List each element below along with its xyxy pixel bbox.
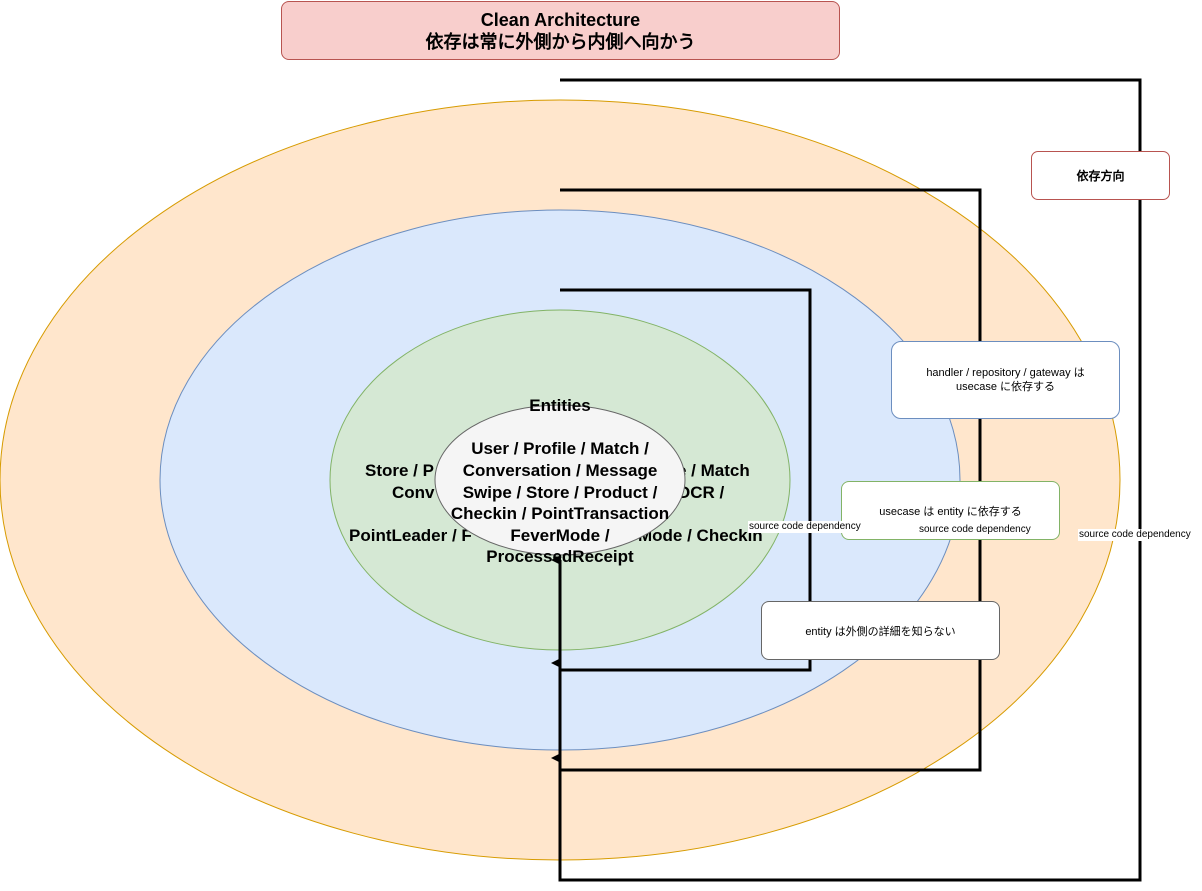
usecases-text-line2-right: OCR / <box>677 483 725 502</box>
edge-label-middle: source code dependency <box>918 524 1032 536</box>
title-line-1: Clean Architecture <box>480 9 641 30</box>
entities-line: Swipe / Store / Product / <box>463 483 658 502</box>
usecases-text-line1: Store / P <box>365 461 434 480</box>
entities-line: Conversation / Message <box>463 461 658 480</box>
note-handler-line2: usecase に依存する <box>955 381 1055 393</box>
entities-line: ProcessedReceipt <box>486 547 634 566</box>
usecases-text-line3: PointLeader / F <box>349 526 472 545</box>
entities-line: FeverMode / <box>510 526 609 545</box>
note-handler-line1: handler / repository / gateway は <box>926 367 1085 379</box>
note-entity-text: entity は外側の詳細を知らない <box>805 625 956 638</box>
usecases-text-line2: Conv <box>392 483 435 502</box>
entities-line: User / Profile / Match / <box>471 439 649 458</box>
entities-line: Checkin / PointTransaction <box>451 504 669 523</box>
legend-label: 依存方向 <box>1076 169 1125 183</box>
note-handler-depends-on-usecase: handler / repository / gateway は usecase… <box>891 341 1120 419</box>
note-usecase-text: usecase は entity に依存する <box>879 505 1022 518</box>
dependency-loop-outer <box>551 78 1142 882</box>
dependency-loop-inner <box>551 288 812 672</box>
title-line-2: 依存は常に外側から内側へ向かう <box>425 31 696 52</box>
dependency-loop-middle <box>551 188 982 772</box>
usecases-text-line3-right: Mode / Checkin <box>638 526 763 545</box>
entities-heading: Entities <box>529 396 590 415</box>
diagram-title: Clean Architecture 依存は常に外側から内側へ向かう <box>281 1 840 60</box>
legend-dependency-direction: 依存方向 <box>1031 151 1170 200</box>
usecases-text-line1-right: e / Match <box>677 461 750 480</box>
edge-label-inner: source code dependency <box>748 521 862 533</box>
note-entity-independent: entity は外側の詳細を知らない <box>761 601 1000 660</box>
edge-label-outer: source code dependency <box>1078 529 1192 541</box>
